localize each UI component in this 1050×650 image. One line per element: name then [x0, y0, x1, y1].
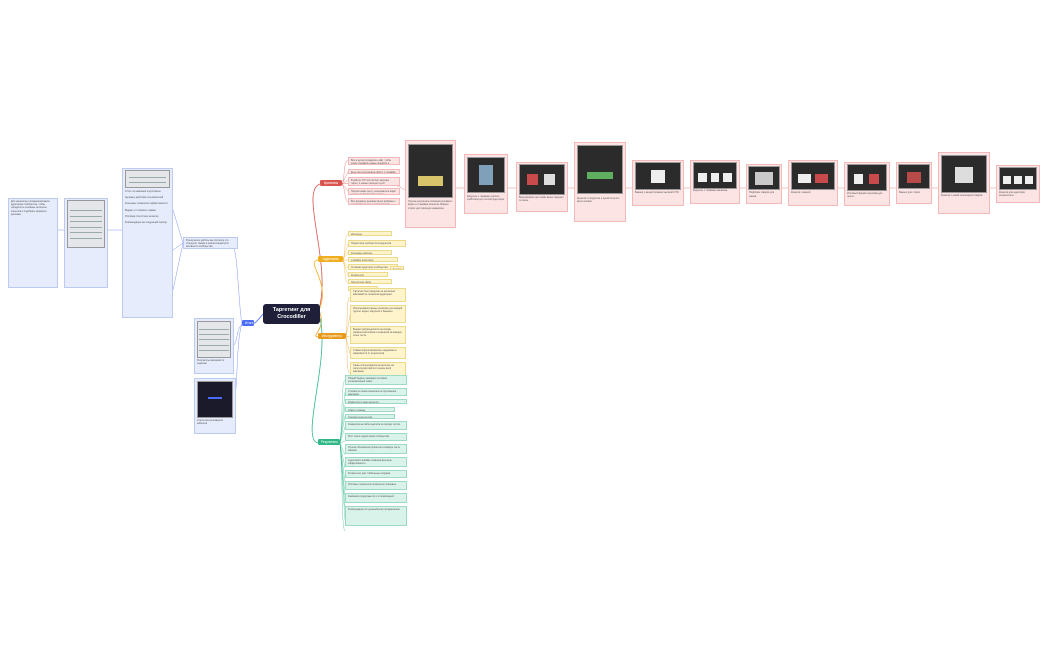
red-note[interactable]: Все форматы рекламы были выбраны с учето…: [348, 198, 400, 205]
blue-image-caption: Статистика рекламного кабинета: [197, 419, 224, 426]
green-note[interactable]: Рост числа подписчиков сообщества.: [345, 433, 407, 441]
blue-note: Отчёт по кампании подготовлен: [125, 190, 161, 193]
red-note[interactable]: Еще при этом начала работу с Lookalike а…: [348, 169, 400, 174]
red-card[interactable]: Видеоформат дал охват выше среднего по н…: [516, 162, 568, 212]
branch-green-label[interactable]: Результаты: [318, 439, 340, 445]
creative-screenshot: [846, 164, 888, 191]
creative-screenshot: [998, 167, 1038, 190]
red-card[interactable]: Лучшие результаты показала реклама с вид…: [405, 140, 456, 228]
blue-note: Ключевые показатели эффективности: [125, 202, 168, 206]
creative-screenshot: [407, 143, 454, 198]
blue-note: Рекомендации на следующий период: [125, 221, 167, 225]
yellow-note[interactable]: Посетители сайта: [348, 279, 392, 284]
red-card[interactable]: Креатив с акцией.: [788, 160, 838, 206]
red-card[interactable]: Карусель с товарами хорошо сработала для…: [464, 154, 508, 214]
red-card-text: Подборка товаров для заказа.: [749, 191, 775, 198]
red-card[interactable]: Баннер с акцией показал высокий CTR.: [632, 160, 684, 206]
orange-note[interactable]: Бюджет распределялся на основе показател…: [350, 326, 406, 344]
blue-note: Бюджет и стоимость заявки: [125, 208, 156, 212]
yellow-note[interactable]: Lookalike аудитория: [348, 257, 398, 262]
red-card-text: Лучшие результаты показала реклама с вид…: [408, 200, 453, 210]
red-card-text: Креатив с акцией.: [791, 190, 811, 194]
connector-yellow: [313, 259, 323, 309]
creative-screenshot: [898, 164, 930, 190]
green-note[interactable]: Итоговые показатели превысили плановые.: [345, 481, 407, 490]
yellow-note[interactable]: Ключевые запросы: [348, 250, 392, 255]
analysis-photo: [67, 200, 105, 248]
blue-image-card[interactable]: Статистика рекламного кабинета: [194, 378, 236, 434]
blue-left-note[interactable]: Для начала мы проанализировали аудиторию…: [8, 198, 58, 288]
yellow-note[interactable]: Подписчики сообществ конкурентов: [348, 240, 406, 247]
red-note[interactable]: В работе 170 постов был запущен таргет, …: [348, 177, 400, 186]
red-card[interactable]: Креатив с продуктом и ценой получил мног…: [574, 142, 626, 222]
yellow-note[interactable]: Ретаргетинг: [348, 272, 388, 277]
results-table-photo: [196, 320, 232, 358]
red-card[interactable]: Креатив с новой коллекцией товаров.: [938, 152, 990, 214]
red-card[interactable]: Карусель с товарами магазина.: [690, 160, 740, 204]
red-note[interactable]: Все в целом продвигать сайт, чтобы сразу…: [348, 157, 400, 165]
blue-image-card[interactable]: Результаты кампании по неделям: [194, 318, 234, 374]
creative-screenshot: [577, 145, 623, 195]
stats-screenshot: [125, 170, 170, 188]
red-card[interactable]: Подборка товаров для заказа.: [746, 164, 782, 204]
creative-screenshot: [466, 156, 506, 194]
creative-screenshot: [635, 162, 681, 191]
creative-screenshot: [790, 162, 836, 191]
red-card-text: Карусель с товарами магазина.: [693, 189, 728, 193]
root-title: Таргетинг для Crocodiller: [272, 306, 311, 320]
red-card[interactable]: Баннер для сторис.: [896, 162, 932, 204]
green-note[interactable]: Лучшие объявления принесли основную част…: [345, 444, 407, 454]
connector-orange: [315, 312, 322, 338]
blue-note: Целевые действия пользователей: [125, 196, 164, 200]
red-card-text: Видеоформат дал охват выше среднего по н…: [519, 195, 564, 202]
red-note[interactable]: Пролистывая ленту, пользователь видит не…: [348, 188, 400, 195]
green-note[interactable]: Ретаргетинг дал стабильные продажи.: [345, 470, 407, 478]
creative-screenshot: [692, 162, 738, 189]
red-card-text: Баннер для сторис.: [899, 190, 921, 194]
yellow-note-side[interactable]: Тестовые: [390, 266, 404, 270]
branch-yellow-label[interactable]: Аудитории: [318, 256, 343, 262]
orange-note[interactable]: Ставки корректировались ежедневно в зави…: [350, 347, 406, 359]
orange-note[interactable]: Таргетинг был разделён на несколько камп…: [350, 288, 406, 302]
green-note[interactable]: Кампания продолжается с оптимизацией.: [345, 493, 407, 503]
green-note[interactable]: Стоимость клика снизилась на протяжении …: [345, 388, 407, 396]
blue-photo-card[interactable]: [64, 198, 108, 288]
branch-red-label[interactable]: Креативы: [320, 180, 342, 186]
root-node[interactable]: Таргетинг для Crocodiller: [263, 304, 320, 324]
red-card-text: Креатив с продуктом и ценой получил мног…: [577, 196, 620, 203]
green-note[interactable]: Аудитория Lookalike показала высокую эфф…: [345, 457, 407, 467]
creative-screenshot: [519, 164, 565, 195]
red-card-text: Баннер с акцией показал высокий CTR.: [635, 190, 680, 194]
orange-note[interactable]: Использовали разные креативы для каждой …: [350, 305, 406, 323]
connector-red: [312, 183, 323, 306]
green-note[interactable]: Конверсия на сайте выросла за период тес…: [345, 421, 407, 430]
creative-screenshot: [941, 154, 987, 193]
red-card-text: Итоговый формат креатива для ленты.: [847, 192, 883, 199]
red-card[interactable]: Итоговый формат креатива для ленты.: [844, 162, 890, 206]
green-note[interactable]: Общий бюджет кампании составил установле…: [345, 375, 407, 385]
blue-image-caption: Результаты кампании по неделям: [197, 359, 225, 366]
yellow-note[interactable]: Интересы: [348, 231, 392, 236]
red-card[interactable]: Креатив для аудитории ретаргетинга.: [996, 165, 1040, 203]
branch-orange-label[interactable]: Инструменты: [318, 333, 346, 339]
blue-main-note[interactable]: В результате работы мы получили сто пять…: [183, 237, 238, 249]
green-note[interactable]: Средняя цена за клик: [345, 414, 395, 419]
green-note[interactable]: Охват и показы: [345, 407, 395, 412]
blue-note: Итоговая статистика за месяц: [125, 214, 159, 218]
red-card-text: Карусель с товарами хорошо сработала для…: [467, 194, 505, 201]
creative-screenshot: [748, 166, 780, 191]
green-note[interactable]: Рекомендации по дальнейшему продвижению.: [345, 506, 407, 526]
red-card-text: Креатив с новой коллекцией товаров.: [941, 194, 983, 197]
red-card-text: Креатив для аудитории ретаргетинга.: [999, 190, 1025, 198]
blue-note-column[interactable]: Отчёт по кампании подготовлен Целевые де…: [122, 168, 173, 318]
branch-blue-label[interactable]: Итоги: [242, 320, 254, 326]
green-note[interactable]: Конверсия в заказ выросла.: [345, 399, 407, 404]
ads-cabinet-screenshot: [196, 380, 234, 418]
